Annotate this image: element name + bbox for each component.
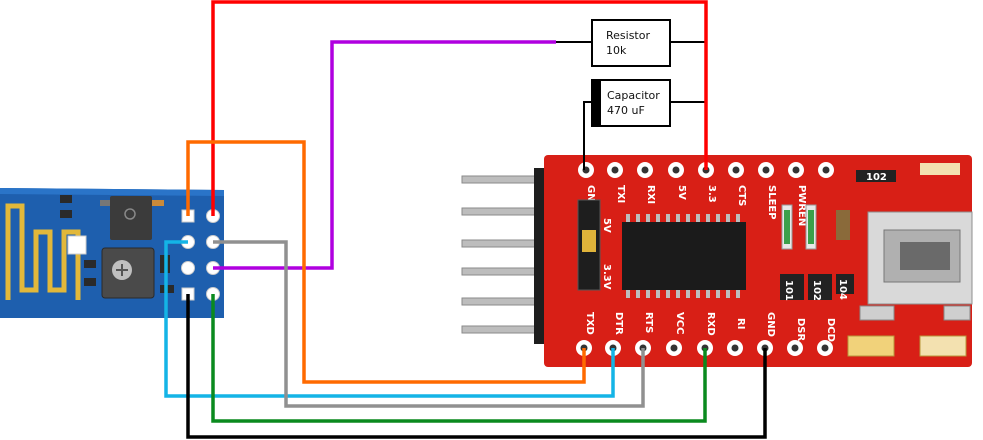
pin-label-gnd-top: GND bbox=[585, 185, 596, 210]
pin-label-vcc: VCC bbox=[674, 312, 685, 334]
pin-label-sleep: SLEEP bbox=[766, 185, 777, 220]
ft232-chip bbox=[622, 214, 746, 298]
pin-label-ri: RI bbox=[735, 318, 746, 329]
wire-gray-rts bbox=[213, 240, 645, 408]
flash-chip bbox=[110, 196, 152, 240]
resistor-value: 10k bbox=[606, 44, 627, 57]
pin-label-rts: RTS bbox=[643, 312, 654, 333]
pcb-antenna-trace bbox=[5, 203, 81, 300]
wire-cyan-dtr bbox=[164, 240, 615, 398]
pin-label-dsr: DSR bbox=[795, 318, 806, 342]
pin-label-rxi: RXI bbox=[645, 185, 656, 204]
smd-mark-102-bottom: 102 bbox=[811, 280, 822, 301]
mini-usb-connector bbox=[859, 211, 973, 321]
wire-purple-pullup bbox=[213, 40, 556, 270]
pin-label-txd: TXD bbox=[584, 312, 595, 335]
esp01-module bbox=[0, 188, 224, 318]
jumper-label-5v: 5V bbox=[601, 218, 612, 233]
wire-black-gnd bbox=[186, 294, 767, 439]
pin-label-5v: 5V bbox=[676, 185, 687, 200]
capacitor-label: Capacitor bbox=[607, 89, 660, 102]
pin-label-cts: CTS bbox=[736, 185, 747, 206]
resistor-component: Resistor 10k bbox=[591, 19, 671, 67]
capacitor-component: Capacitor 470 uF bbox=[591, 79, 671, 127]
ftdi-board: GND TXI RXI 5V 3.3 CTS SLEEP PWREN TXD D… bbox=[461, 155, 973, 367]
smd-mark-102-top: 102 bbox=[866, 172, 887, 183]
wire-red-3v3 bbox=[211, 0, 708, 216]
ftdi-top-pads bbox=[578, 162, 834, 178]
capacitor-value: 470 uF bbox=[607, 104, 645, 117]
pin-label-3v3: 3.3 bbox=[706, 185, 717, 203]
jumper-label-3v3: 3.3V bbox=[601, 264, 612, 290]
resistor-label: Resistor bbox=[606, 29, 650, 42]
wire-green-rxd bbox=[211, 294, 707, 423]
smd-mark-104: 104 bbox=[837, 279, 848, 300]
pin-label-txi: TXI bbox=[615, 185, 626, 203]
pin-label-dtr: DTR bbox=[613, 312, 624, 335]
smd-mark-101: 101 bbox=[783, 280, 794, 301]
pin-label-dcd: DCD bbox=[825, 318, 836, 342]
wire-capacitor-lead-left bbox=[583, 101, 592, 170]
wire-orange-txd bbox=[186, 140, 586, 384]
pin-label-pwren: PWREN bbox=[796, 185, 807, 226]
pin-label-rxd: RXD bbox=[705, 312, 716, 336]
pin-label-gnd-bottom: GND bbox=[765, 312, 776, 337]
